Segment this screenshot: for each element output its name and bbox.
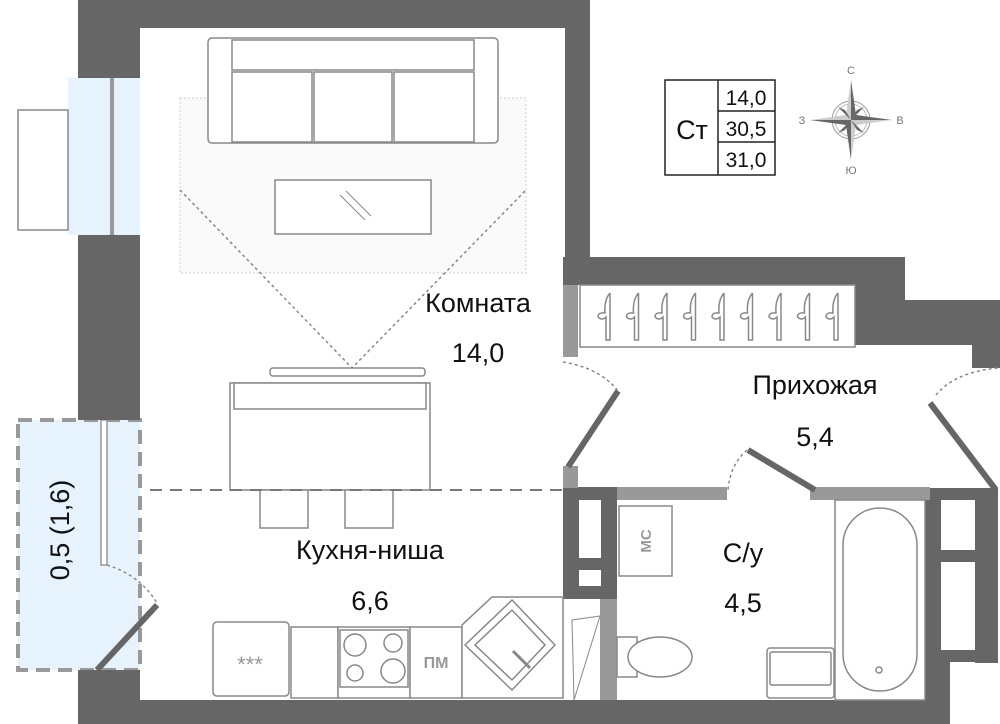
legend-value: 14,0	[726, 87, 767, 110]
hanger-icon	[711, 292, 725, 341]
hanger-icon	[682, 292, 697, 341]
chair	[344, 489, 394, 529]
compass-north: С	[847, 65, 855, 77]
compass-west: З	[799, 115, 806, 127]
balcony-slab	[17, 109, 69, 231]
hanger-icon	[597, 292, 611, 341]
bathtub	[834, 499, 926, 701]
hanger-icon	[768, 292, 782, 341]
fridge	[212, 621, 290, 697]
legend-value: 31,0	[726, 149, 767, 172]
legend-type: Ст	[676, 115, 708, 145]
dishwasher-label: ПМ	[424, 655, 449, 672]
toilet	[616, 636, 693, 678]
compass-east: В	[896, 115, 903, 127]
room-area-kitchen: 6,6	[351, 586, 389, 616]
balcony-outline	[16, 418, 142, 672]
legend-value: 30,5	[726, 118, 767, 141]
balcony	[18, 420, 140, 670]
compass-rose-icon: С Ю З В	[799, 65, 904, 177]
sofa	[207, 37, 499, 144]
window-living	[68, 78, 140, 235]
hanger-icon	[739, 292, 754, 341]
balcony-area: 0,5 (1,6)	[45, 480, 75, 581]
room-area-hall: 5,4	[796, 422, 834, 452]
room-area-living: 14,0	[452, 338, 505, 368]
chair	[259, 489, 309, 529]
wardrobe	[579, 284, 856, 348]
partitions	[563, 285, 930, 700]
compass-south: Ю	[845, 165, 856, 177]
washbasin	[766, 647, 835, 699]
room-name-living: Комната	[425, 288, 532, 318]
room-name-kitchen: Кухня-ниша	[296, 535, 445, 565]
room-name-bathroom: С/у	[723, 538, 764, 568]
dishwasher	[409, 626, 463, 699]
coffee-table	[274, 179, 432, 235]
tv	[269, 367, 426, 377]
hanger-icon	[654, 292, 668, 341]
room-area-bathroom: 4,5	[724, 588, 762, 618]
outer-walls	[78, 0, 1000, 724]
sink	[461, 596, 564, 699]
shaft-box	[618, 505, 673, 577]
hanger-icon	[625, 292, 640, 341]
hanger-icon	[796, 292, 811, 341]
hanger-icon	[825, 292, 839, 341]
balcony-window	[100, 419, 108, 566]
fridge-label: ***	[237, 652, 263, 677]
room-name-hall: Прихожая	[752, 370, 877, 400]
shaft-label: МС	[638, 529, 655, 552]
legend-table: Ст 14,0 30,5 31,0	[664, 79, 776, 176]
